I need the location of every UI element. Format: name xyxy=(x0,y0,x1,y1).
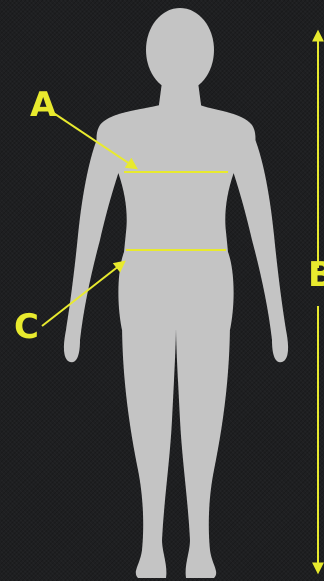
right-leg-shape xyxy=(176,320,230,578)
torso-shape xyxy=(97,105,256,330)
left-arm-shape xyxy=(64,128,122,362)
right-arm-shape xyxy=(230,128,288,362)
head-shape xyxy=(146,8,214,92)
label-b: B xyxy=(308,255,324,295)
body-silhouette xyxy=(64,8,288,578)
label-a: A xyxy=(30,85,57,125)
left-leg-shape xyxy=(122,320,176,578)
label-c: C xyxy=(14,307,39,347)
